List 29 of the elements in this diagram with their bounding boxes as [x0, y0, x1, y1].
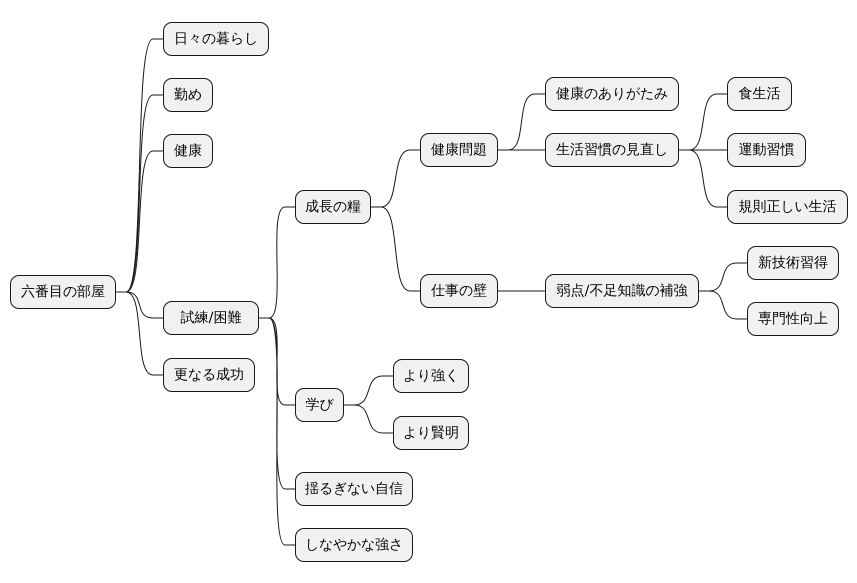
- connector-line: [498, 290, 546, 292]
- connector-line: [116, 292, 164, 376]
- topic-box: 生活習慣の見直し: [545, 133, 679, 167]
- topic-box: より強く: [393, 359, 469, 393]
- topic-box: 新技術習得: [747, 246, 839, 280]
- connector-line: [698, 290, 748, 320]
- topic-box: 成長の糧: [295, 190, 371, 224]
- topic-box: 仕事の壁: [420, 274, 498, 308]
- connector-line: [678, 150, 728, 208]
- connector-line: [370, 206, 420, 292]
- topic-box: 規則正しい生活: [727, 190, 848, 224]
- topic-box: 勤め: [163, 78, 213, 112]
- topic-box: 専門性向上: [747, 302, 839, 336]
- topic-box: 健康のありがたみ: [545, 77, 679, 111]
- topic-box: 揺るぎない自信: [295, 472, 413, 506]
- topic-box: 試練/困難: [163, 301, 259, 335]
- connector-line: [258, 318, 296, 546]
- topic-box: 弱点/不足知識の補強: [545, 274, 699, 308]
- topic-box: 健康問題: [420, 133, 498, 167]
- topic-box: 食生活: [727, 77, 792, 111]
- topic-box: 更なる成功: [163, 358, 255, 392]
- topic-box: 六番目の部屋: [10, 275, 116, 309]
- topic-box: 学び: [295, 388, 344, 422]
- topic-box: 健康: [163, 134, 213, 168]
- topic-box: しなやかな強さ: [295, 528, 413, 562]
- connector-line: [344, 404, 394, 434]
- topic-box: より賢明: [393, 416, 469, 450]
- topic-box: 運動習慣: [727, 133, 806, 167]
- topic-box: 日々の暮らし: [163, 22, 269, 56]
